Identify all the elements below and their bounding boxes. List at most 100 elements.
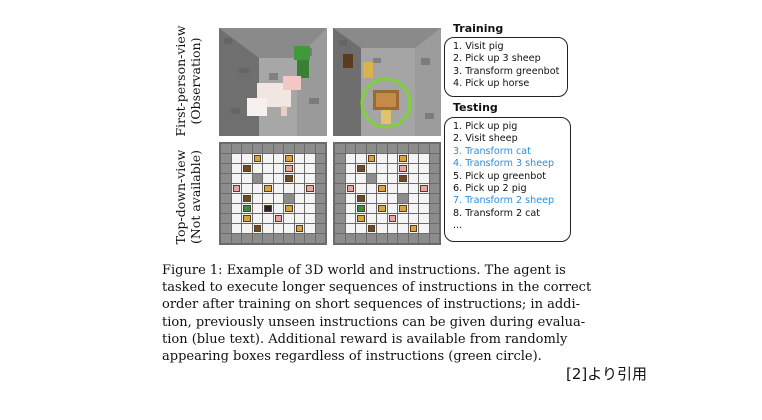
floor-tile: [419, 164, 429, 173]
floor-tile: [252, 204, 262, 213]
wall-tile: [345, 144, 355, 153]
testing-instruction-unseen: 7. Transform 2 sheep: [453, 195, 555, 207]
wall-tile: [398, 144, 408, 153]
top-down-grid-1: [219, 142, 327, 245]
floor-tile: [345, 154, 355, 163]
floor-tile: [345, 164, 355, 173]
floor-tile: [356, 184, 366, 193]
object-icon: [357, 165, 365, 172]
wall-tile: [356, 144, 366, 153]
floor-tile: [294, 164, 304, 173]
floor-tile: [242, 184, 252, 193]
wall-tile: [335, 144, 345, 153]
floor-tile: [284, 224, 294, 233]
floor-tile: [366, 224, 376, 233]
floor-tile: [231, 224, 241, 233]
wall-tile: [356, 234, 366, 243]
floor-tile: [263, 164, 273, 173]
object-icon: [274, 215, 282, 222]
training-instruction: 2. Pick up 3 sheep: [453, 53, 541, 65]
floor-tile: [263, 204, 273, 213]
floor-tile: [366, 214, 376, 223]
floor-tile: [356, 154, 366, 163]
floor-tile: [366, 204, 376, 213]
object-icon: [285, 175, 293, 182]
floor-tile: [419, 214, 429, 223]
wall-tile: [419, 144, 429, 153]
wall-tile: [366, 234, 376, 243]
floor-tile: [377, 204, 387, 213]
floor-tile: [345, 204, 355, 213]
top-down-grid-2: [333, 142, 441, 245]
object-icon: [399, 175, 407, 182]
wall-tile: [408, 144, 418, 153]
wall-tile: [366, 144, 376, 153]
wall-tile: [221, 234, 231, 243]
floor-tile: [398, 184, 408, 193]
floor-tile: [305, 224, 315, 233]
object-icon: [285, 205, 293, 212]
floor-tile: [273, 224, 283, 233]
wall-tile: [429, 214, 439, 223]
wall-tile: [221, 154, 231, 163]
wall-tile: [242, 234, 252, 243]
floor-tile: [387, 224, 397, 233]
wall-tile: [263, 234, 273, 243]
first-person-scene-1: [219, 28, 327, 136]
wall-tile: [429, 144, 439, 153]
caption-line: tasked to execute longer sequences of in…: [162, 280, 592, 296]
wall-tile: [315, 204, 325, 213]
wall-tile: [305, 144, 315, 153]
floor-tile: [231, 164, 241, 173]
floor-tile: [356, 164, 366, 173]
floor-tile: [242, 174, 252, 183]
wall-tile: [315, 214, 325, 223]
agent-icon: [264, 205, 272, 212]
floor-tile: [398, 154, 408, 163]
wall-tile: [221, 214, 231, 223]
floor-tile: [231, 174, 241, 183]
wall-tile: [273, 144, 283, 153]
wall-tile: [429, 174, 439, 183]
floor-tile: [294, 224, 304, 233]
top-down-view-label: Top-down-view (Not available): [173, 149, 203, 245]
floor-tile: [231, 204, 241, 213]
floor-tile: [408, 164, 418, 173]
wall-tile: [284, 234, 294, 243]
floor-tile: [398, 174, 408, 183]
object-icon: [388, 215, 396, 222]
first-person-scene-1-image: [219, 28, 327, 136]
floor-tile: [305, 204, 315, 213]
wall-tile: [345, 234, 355, 243]
testing-instruction-unseen: 4. Transform 3 sheep: [453, 158, 555, 170]
object-icon: [243, 215, 251, 222]
wall-tile: [221, 174, 231, 183]
wall-tile: [408, 234, 418, 243]
floor-tile: [284, 164, 294, 173]
caption-line: tion, previously unseen instructions can…: [162, 314, 586, 330]
floor-tile: [398, 214, 408, 223]
floor-tile: [273, 204, 283, 213]
wall-tile: [294, 234, 304, 243]
object-icon: [357, 195, 365, 202]
wall-tile: [221, 184, 231, 193]
first-person-scene-2-image: [333, 28, 441, 136]
wall-tile: [294, 144, 304, 153]
floor-tile: [377, 214, 387, 223]
floor-tile: [366, 154, 376, 163]
wall-tile: [335, 184, 345, 193]
testing-instruction: 6. Pick up 2 pig: [453, 183, 527, 195]
floor-tile: [398, 224, 408, 233]
testing-instruction: ...: [453, 220, 463, 232]
floor-tile: [273, 154, 283, 163]
wall-tile: [252, 234, 262, 243]
floor-tile: [305, 164, 315, 173]
caption-line: appearing boxes regardless of instructio…: [162, 349, 542, 365]
wall-tile: [335, 204, 345, 213]
object-icon: [243, 205, 251, 212]
figure-caption: Figure 1: Example of 3D world and instru…: [162, 262, 612, 365]
wall-tile: [335, 174, 345, 183]
